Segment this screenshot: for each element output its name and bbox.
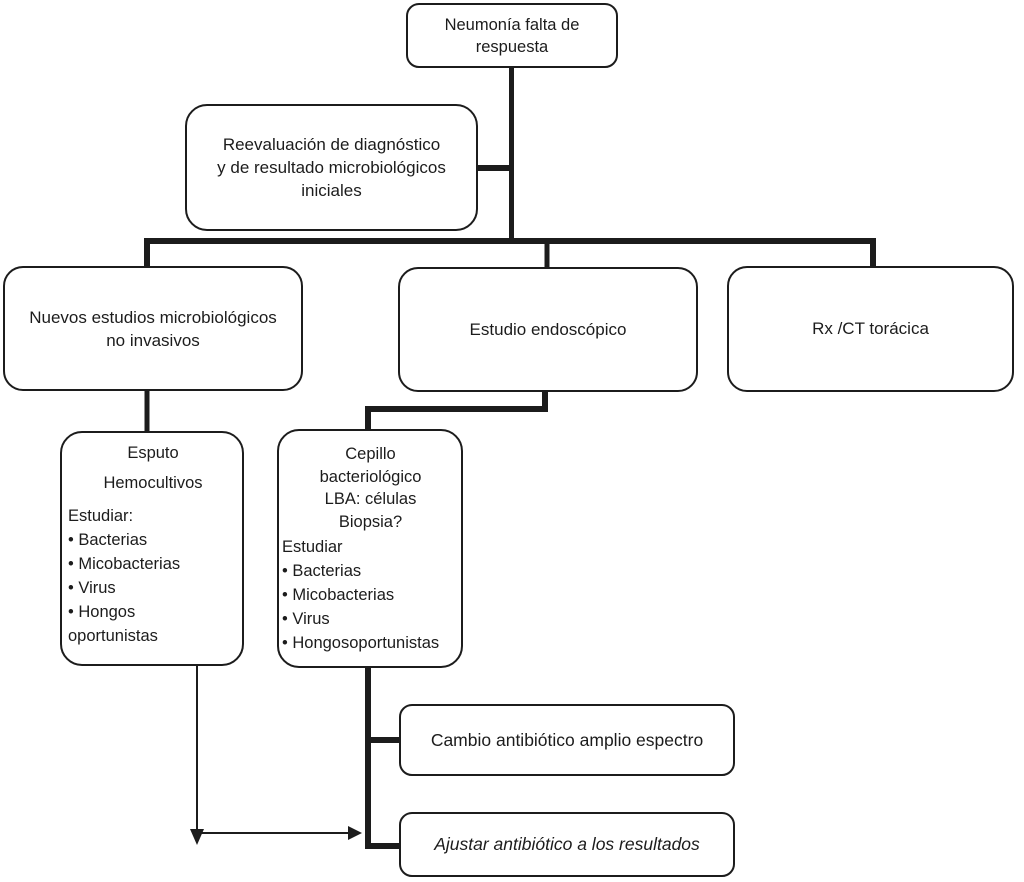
list-item: • Bacterias (68, 531, 148, 549)
list-item: • Virus (68, 579, 116, 597)
node-broad-spectrum-antibiotic-change: Cambio antibiótico amplio espectro (399, 704, 735, 776)
node-text-line: LBA: células (324, 490, 417, 508)
list-item: • Virus (282, 610, 330, 628)
node-pneumonia-no-response: Neumonía falta de respuesta (406, 3, 618, 68)
list-item: • Micobacterias (282, 586, 395, 604)
node-bacteriological-brush: Cepillo bacteriológico LBA: células Biop… (277, 429, 463, 668)
node-text-line: no invasivos (106, 330, 200, 350)
node-reevaluation: Reevaluación de diagnóstico y de resulta… (185, 104, 478, 231)
connector-endoscopico-cepillo (365, 391, 548, 430)
down-arrowhead-icon (190, 829, 204, 845)
node-text-line: y de resultado microbiológicos (217, 158, 446, 177)
list-item: oportunistas (68, 627, 158, 645)
node-text-line: Estudiar: (68, 507, 134, 525)
list-item: • Hongosoportunistas (282, 634, 440, 652)
node-text-line: Biopsia? (338, 512, 403, 531)
node-text-line: iniciales (301, 181, 362, 200)
node-rx-ct-thorax: Rx /CT torácica (727, 266, 1014, 392)
node-text-line: Estudiar (282, 538, 343, 556)
node-text-line: Esputo (127, 444, 179, 462)
node-text-line: Cambio antibiótico amplio espectro (430, 729, 704, 750)
list-item: • Hongos (68, 603, 136, 621)
node-text-line: Estudio endoscópico (469, 319, 627, 339)
list-item: • Bacterias (282, 562, 362, 580)
node-text-line: respuesta (475, 37, 549, 56)
node-text-line: Nuevos estudios microbiológicos (29, 307, 277, 327)
node-text-line: Hemocultivos (103, 474, 203, 492)
node-text-line: Ajustar antibiótico a los resultados (434, 834, 700, 854)
list-item: • Micobacterias (68, 555, 181, 573)
node-text-line: Reevaluación de diagnóstico (222, 135, 441, 154)
right-arrowhead-icon (348, 826, 362, 840)
node-new-microbiological-studies: Nuevos estudios microbiológicos no invas… (3, 266, 303, 391)
node-text-line: Rx /CT torácica (812, 319, 929, 338)
node-endoscopic-study: Estudio endoscópico (398, 267, 698, 392)
node-text-line: bacteriológico (319, 467, 422, 486)
node-sputum-blood-cultures: Esputo Hemocultivos Estudiar: • Bacteria… (60, 431, 244, 666)
node-adjust-antibiotic-to-results: Ajustar antibiótico a los resultados (399, 812, 735, 877)
node-text-line: Cepillo (345, 445, 396, 463)
node-text-line: Neumonía falta de (444, 15, 580, 34)
